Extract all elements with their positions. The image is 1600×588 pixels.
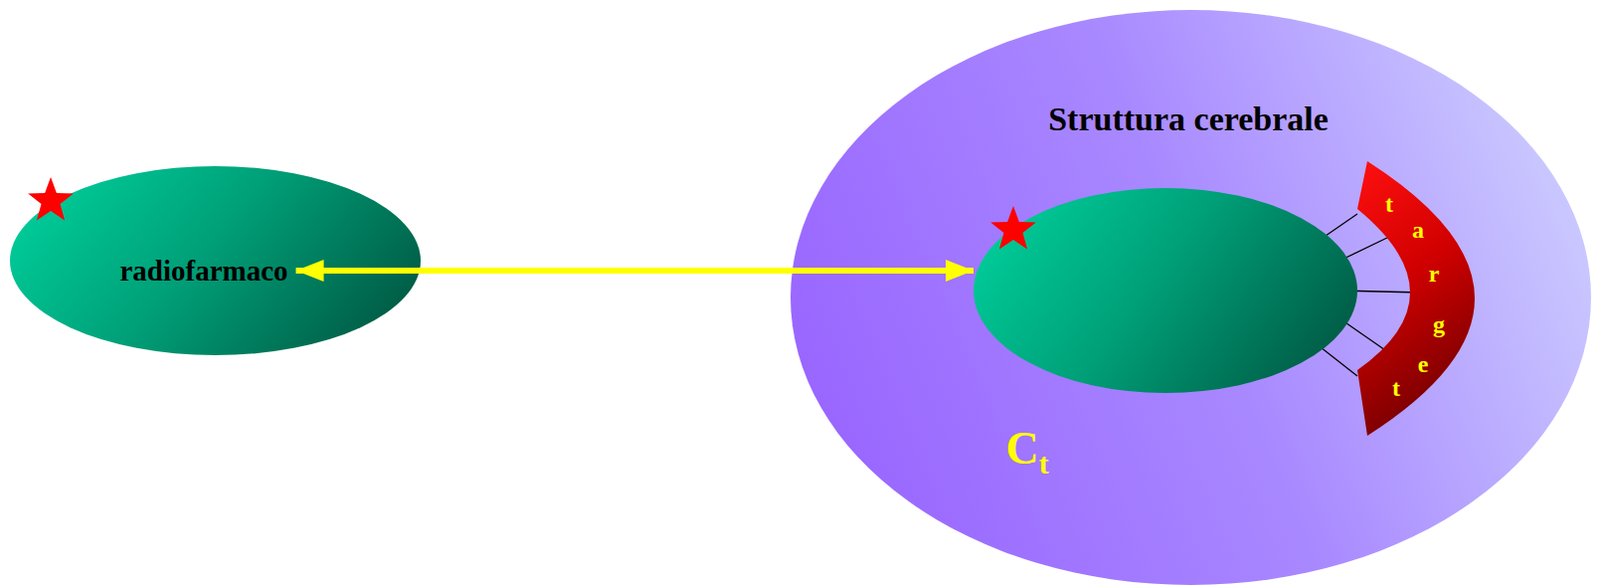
target-label: target bbox=[1357, 161, 1477, 440]
structure-ellipse bbox=[790, 9, 1592, 585]
concentration-symbol: Ct bbox=[1005, 421, 1049, 475]
radiolabel-star bbox=[990, 205, 1037, 249]
drug-ellipse bbox=[9, 166, 421, 356]
target-shape bbox=[1357, 161, 1475, 436]
structure-title: Struttura cerebrale bbox=[1048, 100, 1329, 139]
radiopharmaceutical-ellipse: radiofarmaco bbox=[9, 166, 421, 356]
node-outline bbox=[1357, 161, 1477, 440]
target-crescent: target bbox=[1357, 161, 1477, 440]
radiolabel-star bbox=[27, 177, 74, 220]
drug-label: radiofarmaco bbox=[119, 254, 288, 288]
brain-structure-ellipse: target Struttura cerebraleCt bbox=[790, 9, 1592, 585]
binding-line bbox=[1320, 347, 1358, 376]
bound-drug-ellipse bbox=[973, 187, 1358, 393]
